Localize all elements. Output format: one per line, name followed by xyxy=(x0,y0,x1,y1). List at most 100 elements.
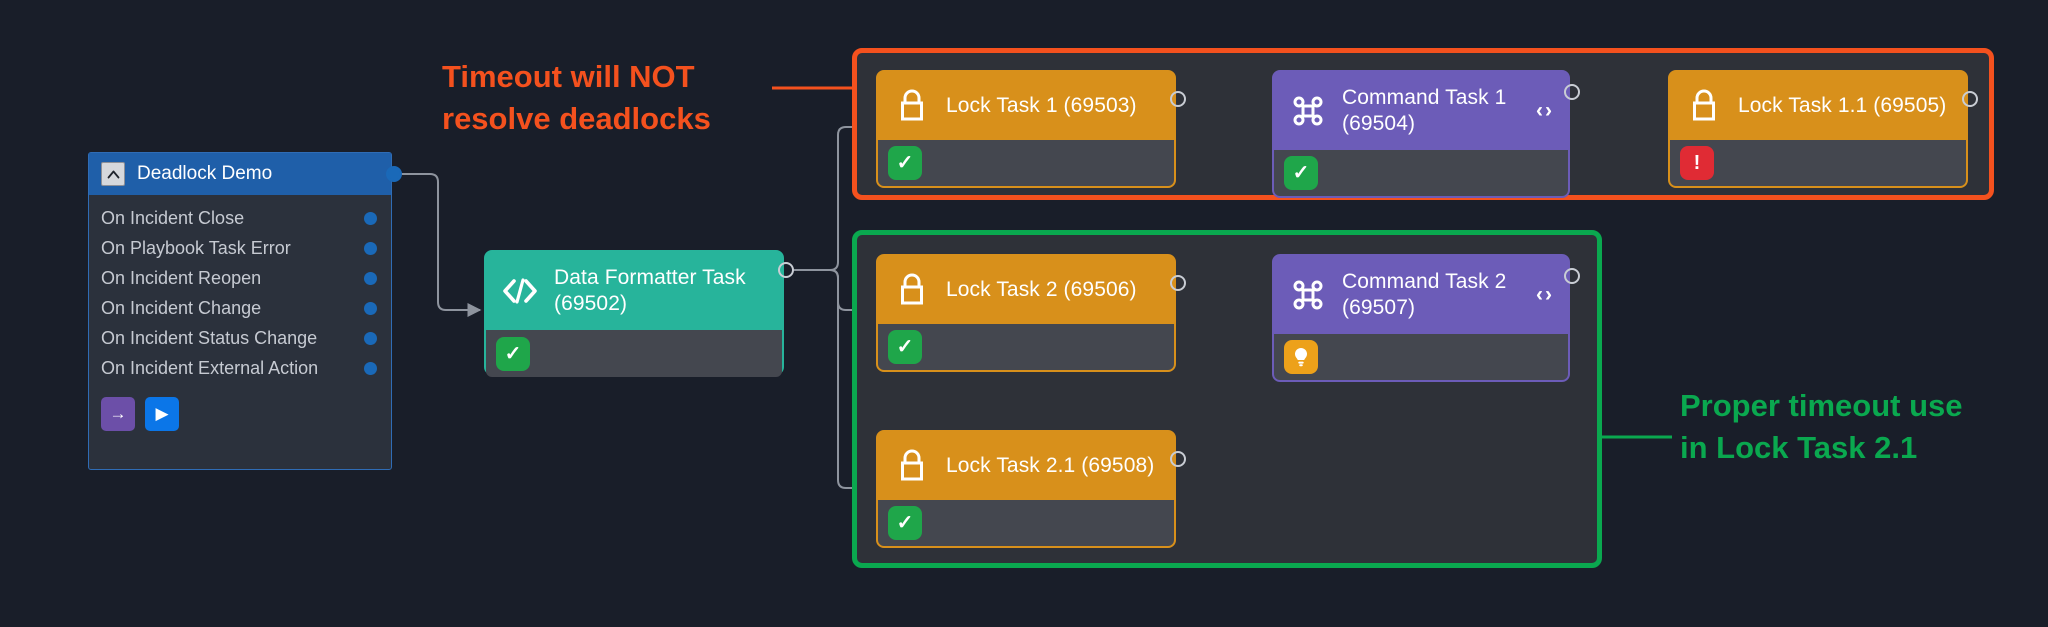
trigger-item-label: On Incident Reopen xyxy=(101,267,262,288)
code-chevrons-icon[interactable]: ‹› xyxy=(1536,283,1554,306)
node-body: ✓ xyxy=(878,324,1174,370)
trigger-list: On Incident Close On Playbook Task Error… xyxy=(89,195,391,383)
node-command-task-1[interactable]: Command Task 1 (69504) ‹› ✓ xyxy=(1272,70,1570,198)
node-title-text: Lock Task 2.1 xyxy=(946,454,1076,477)
chevron-up-icon[interactable] xyxy=(101,162,125,186)
trigger-item-label: On Incident External Action xyxy=(101,357,319,378)
node-title: Command Task 1 (69504) xyxy=(1342,85,1528,137)
node-title: Lock Task 2 (69506) xyxy=(946,277,1160,303)
exclamation-icon: ! xyxy=(1680,146,1714,180)
node-id-text: (69507) xyxy=(1342,296,1416,319)
node-header[interactable]: Data Formatter Task (69502) xyxy=(486,252,782,330)
trigger-item-label: On Incident Status Change xyxy=(101,327,318,348)
node-title: Lock Task 1 (69503) xyxy=(946,93,1160,119)
lock-task-2-1-output-port[interactable] xyxy=(1170,451,1186,467)
annotation-line-1: Proper timeout use xyxy=(1680,388,1963,423)
lock-icon xyxy=(1684,86,1724,126)
trigger-node-title: Deadlock Demo xyxy=(137,163,273,184)
trigger-item-label: On Incident Change xyxy=(101,297,262,318)
node-header[interactable]: Lock Task 2.1 (69508) xyxy=(878,432,1174,500)
node-lock-task-1[interactable]: Lock Task 1 (69503) ✓ xyxy=(876,70,1176,188)
node-body: ✓ xyxy=(486,330,782,377)
check-icon: ✓ xyxy=(888,146,922,180)
trigger-item-on-playbook-task-error[interactable]: On Playbook Task Error xyxy=(89,233,391,263)
check-icon: ✓ xyxy=(1284,156,1318,190)
node-data-formatter-task[interactable]: Data Formatter Task (69502) ✓ xyxy=(484,250,784,377)
node-title: Lock Task 1.1 (69505) xyxy=(1738,93,1952,119)
node-lock-task-2[interactable]: Lock Task 2 (69506) ✓ xyxy=(876,254,1176,372)
node-title-text: Data Formatter Task xyxy=(554,266,746,289)
edge-trigger-to-formatter xyxy=(396,173,482,317)
code-icon xyxy=(500,271,540,311)
node-lock-task-1-1[interactable]: Lock Task 1.1 (69505) ! xyxy=(1668,70,1968,188)
node-id-text: (69508) xyxy=(1081,454,1155,477)
annotation-line-2: in Lock Task 2.1 xyxy=(1680,430,1918,465)
node-body xyxy=(1274,334,1568,380)
trigger-node-header[interactable]: Deadlock Demo xyxy=(89,153,391,195)
trigger-output-port[interactable] xyxy=(364,211,377,225)
check-icon: ✓ xyxy=(888,330,922,364)
node-id-text: (69503) xyxy=(1063,94,1137,117)
node-body: ✓ xyxy=(1274,150,1568,196)
node-title-text: Command Task 2 xyxy=(1342,270,1507,293)
node-body: ✓ xyxy=(878,140,1174,186)
trigger-node-output-port[interactable] xyxy=(386,166,402,182)
trigger-output-port[interactable] xyxy=(364,361,377,375)
play-icon[interactable]: ▶ xyxy=(145,397,179,431)
command-task-2-output-port[interactable] xyxy=(1564,268,1580,284)
node-id-text: (69505) xyxy=(1873,94,1947,117)
trigger-item-on-incident-change[interactable]: On Incident Change xyxy=(89,293,391,323)
lock-task-1-1-output-port[interactable] xyxy=(1962,91,1978,107)
node-header[interactable]: Lock Task 1 (69503) xyxy=(878,72,1174,140)
annotation-line-2: resolve deadlocks xyxy=(442,101,711,136)
node-id-text: (69504) xyxy=(1342,112,1416,135)
node-body: ✓ xyxy=(878,500,1174,546)
node-title-text: Lock Task 1.1 xyxy=(1738,94,1868,117)
annotation-proper-timeout-use: Proper timeout use in Lock Task 2.1 xyxy=(1680,385,2020,469)
node-command-task-2[interactable]: Command Task 2 (69507) ‹› xyxy=(1272,254,1570,382)
edge-formatter-to-lock-task-2-1 xyxy=(793,269,870,495)
command-icon xyxy=(1288,275,1328,315)
node-id-text: (69506) xyxy=(1063,278,1137,301)
lock-task-2-output-port[interactable] xyxy=(1170,275,1186,291)
trigger-output-port[interactable] xyxy=(364,331,377,345)
node-title-text: Lock Task 2 xyxy=(946,278,1058,301)
trigger-item-label: On Incident Close xyxy=(101,207,245,228)
node-header[interactable]: Lock Task 1.1 (69505) xyxy=(1670,72,1966,140)
trigger-output-port[interactable] xyxy=(364,241,377,255)
lock-icon xyxy=(892,270,932,310)
node-header[interactable]: Command Task 1 (69504) ‹› xyxy=(1274,72,1568,150)
trigger-item-label: On Playbook Task Error xyxy=(101,237,291,258)
data-formatter-output-port[interactable] xyxy=(778,262,794,278)
node-title: Data Formatter Task (69502) xyxy=(554,265,768,317)
lock-icon xyxy=(892,86,932,126)
node-title-text: Lock Task 1 xyxy=(946,94,1058,117)
node-title: Lock Task 2.1 (69508) xyxy=(946,453,1160,479)
trigger-node-deadlock-demo[interactable]: Deadlock Demo On Incident Close On Playb… xyxy=(88,152,392,470)
trigger-item-on-incident-reopen[interactable]: On Incident Reopen xyxy=(89,263,391,293)
trigger-output-port[interactable] xyxy=(364,301,377,315)
node-header[interactable]: Command Task 2 (69507) ‹› xyxy=(1274,256,1568,334)
check-icon: ✓ xyxy=(888,506,922,540)
trigger-item-on-incident-external-action[interactable]: On Incident External Action xyxy=(89,353,391,383)
lock-icon xyxy=(892,446,932,486)
annotation-timeout-not-resolve: Timeout will NOT resolve deadlocks xyxy=(442,56,772,140)
lock-task-1-output-port[interactable] xyxy=(1170,91,1186,107)
trigger-item-on-incident-status-change[interactable]: On Incident Status Change xyxy=(89,323,391,353)
node-body: ! xyxy=(1670,140,1966,186)
command-task-1-output-port[interactable] xyxy=(1564,84,1580,100)
trigger-item-on-incident-close[interactable]: On Incident Close xyxy=(89,203,391,233)
arrow-right-icon[interactable]: → xyxy=(101,397,135,431)
annotation-line-1: Timeout will NOT xyxy=(442,59,695,94)
node-header[interactable]: Lock Task 2 (69506) xyxy=(878,256,1174,324)
node-id-text: (69502) xyxy=(554,292,628,315)
code-chevrons-icon[interactable]: ‹› xyxy=(1536,99,1554,122)
lightbulb-icon xyxy=(1284,340,1318,374)
node-title-text: Command Task 1 xyxy=(1342,86,1507,109)
check-icon: ✓ xyxy=(496,336,530,371)
trigger-output-port[interactable] xyxy=(364,271,377,285)
node-lock-task-2-1[interactable]: Lock Task 2.1 (69508) ✓ xyxy=(876,430,1176,548)
trigger-node-actions: → ▶ xyxy=(89,383,391,445)
command-icon xyxy=(1288,91,1328,131)
